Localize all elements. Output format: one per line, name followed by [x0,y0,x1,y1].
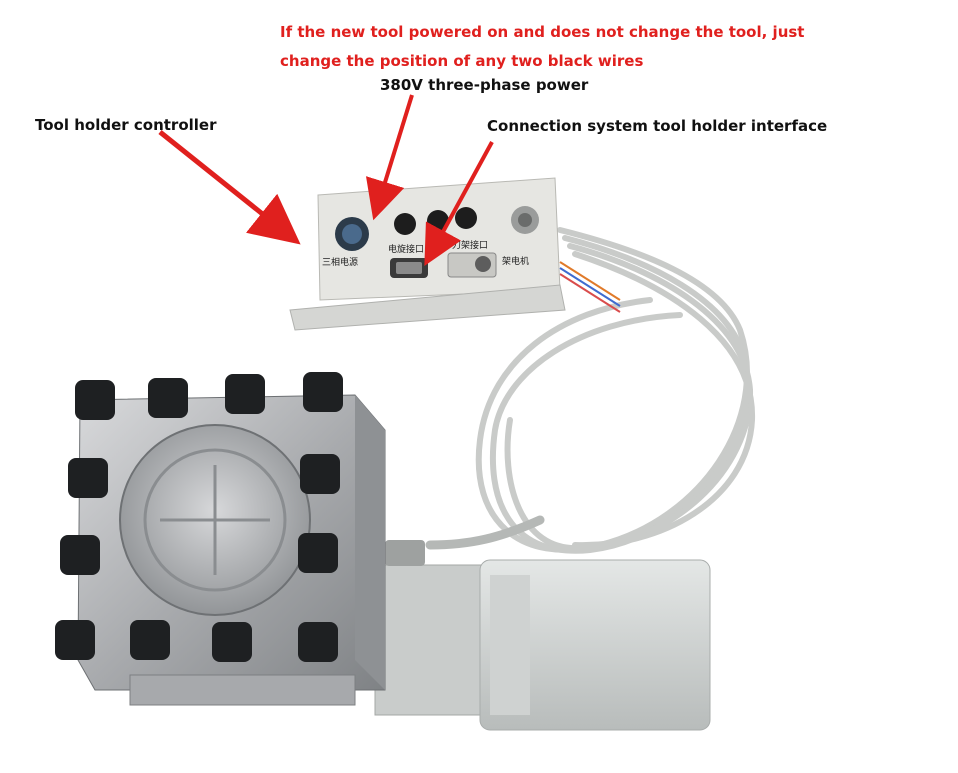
label-holder-port: 刀架接口 [452,239,488,251]
clamping-bolts [55,372,343,662]
tool-holder-controller: 三相电源 电旋接口 刀架接口 架电机 [289,177,566,331]
power-label: 380V three-phase power [380,76,589,94]
warning-line-2: change the position of any two black wir… [280,52,644,70]
bolt-icon [55,620,95,660]
annotation-arrows [158,94,494,267]
bolt-icon [68,458,108,498]
controller-label: Tool holder controller [35,116,217,134]
label-motor-port: 电旋接口 [388,243,424,255]
drive-motor [374,540,711,731]
bolt-icon [225,374,265,414]
tool-turret [55,372,386,706]
warning-line-1: If the new tool powered on and does not … [280,23,805,41]
fuse-holder-icon [394,213,416,235]
bolt-icon [148,378,188,418]
bolt-icon [75,380,115,420]
bolt-icon [298,533,338,573]
interface-label: Connection system tool holder interface [487,117,828,135]
controller-arrow [158,130,301,245]
bolt-icon [300,454,340,494]
power-arrow [365,94,414,221]
wire-colors [559,261,621,313]
bolt-icon [303,372,343,412]
bolt-icon [130,620,170,660]
holder-port-icon [475,256,491,272]
cable-bundle [425,227,756,554]
label-three-phase: 三相电源 [322,256,358,268]
bolt-icon [60,535,100,575]
label-holder-motor: 架电机 [502,255,529,267]
interface-arrow [424,141,494,267]
bolt-icon [212,622,252,662]
cable-fitting-icon [385,540,425,566]
fuse-holder-icon [455,207,477,229]
bolt-icon [298,622,338,662]
